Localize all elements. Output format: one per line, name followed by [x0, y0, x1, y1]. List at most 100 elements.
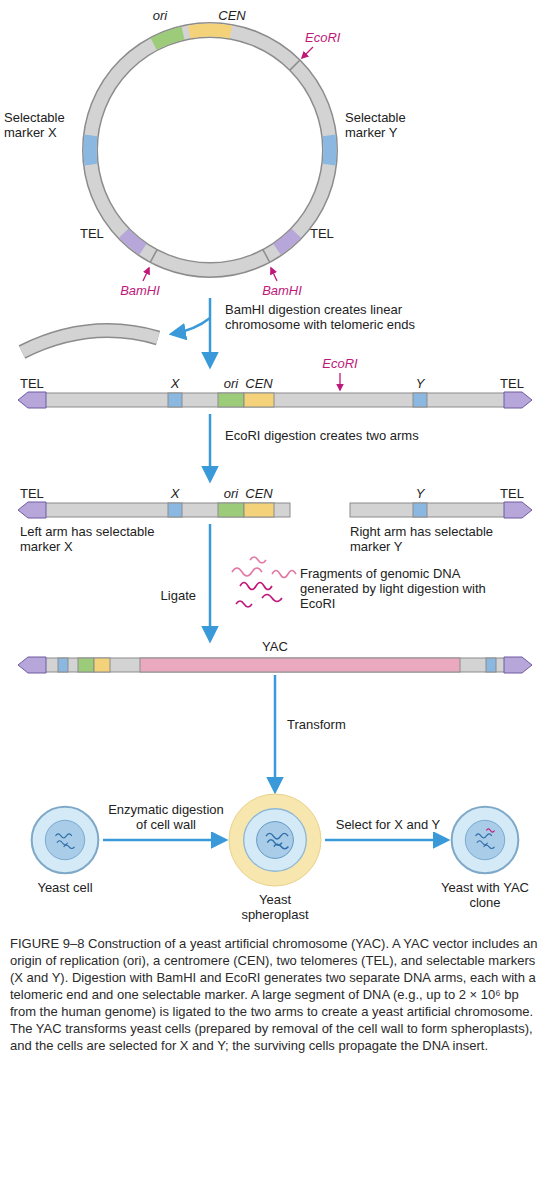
- part-label: ori: [224, 376, 238, 391]
- chromosome-squiggle: [266, 833, 288, 839]
- part-label: TEL: [310, 226, 334, 241]
- telomere-end: [504, 502, 532, 518]
- part-label: EcoRI digestion creates two arms: [225, 428, 425, 443]
- chromosome-squiggle: [64, 845, 75, 848]
- cell-drawing: [451, 806, 519, 874]
- dna-bar: [40, 503, 290, 517]
- part-label: BamHI: [262, 283, 302, 298]
- cell-label: Yeast spheroplast: [227, 892, 323, 922]
- part-label: EcoRI: [322, 356, 357, 371]
- part-label: Right arm has selectable marker Y: [350, 524, 500, 554]
- marker-x: [58, 658, 68, 672]
- nucleus: [257, 822, 294, 859]
- process-arrow: [209, 524, 212, 640]
- marker-x-segment: [84, 135, 98, 164]
- yeast-cell: Yeast cell: [31, 806, 99, 874]
- telomere-segment: [124, 233, 143, 249]
- part-label: TEL: [80, 226, 104, 241]
- discarded-fragment: [22, 331, 158, 352]
- discarded-fragment: [22, 331, 158, 352]
- site-tick: [263, 250, 270, 262]
- dna-bar: [40, 393, 512, 407]
- telomere-segment: [277, 233, 296, 249]
- plasmid-ring: [90, 30, 330, 270]
- yeast-cell: Yeast spheroplast: [229, 794, 321, 886]
- dna-fragment: [236, 601, 252, 607]
- plasmid-ring: [90, 30, 330, 270]
- ori-segment: [154, 33, 183, 44]
- telomere-end: [504, 657, 532, 673]
- telomere-end: [18, 657, 46, 673]
- ori-segment: [218, 503, 244, 517]
- part-label: ori: [153, 8, 167, 23]
- branch-arrow: [172, 318, 210, 334]
- yac-construct: YAC: [20, 658, 530, 672]
- part-label: Ligate: [161, 588, 196, 603]
- part-label: BamHI: [120, 283, 160, 298]
- dna-fragment: [232, 568, 262, 576]
- part-label: Left arm has selectable marker X: [20, 524, 170, 554]
- ori-segment: [218, 393, 244, 407]
- telomere-end: [18, 502, 46, 518]
- marker-x: [168, 393, 182, 407]
- site-pointer: [271, 268, 277, 281]
- process-connector: [325, 839, 447, 842]
- cell-wall: [32, 807, 99, 874]
- dna-bar: [350, 503, 512, 517]
- cell-wall: [452, 807, 519, 874]
- nucleus: [45, 820, 84, 859]
- part-label: ori: [224, 486, 238, 501]
- step-label: Select for X and Y: [327, 817, 449, 832]
- chromosome-squiggle: [274, 844, 289, 849]
- cell-drawing: [229, 794, 321, 886]
- marker-x: [168, 503, 182, 517]
- part-label: Y: [416, 376, 425, 391]
- part-label: EcoRI: [305, 30, 340, 45]
- chromosome-squiggle: [475, 834, 491, 838]
- step-label: Enzymatic digestion of cell wall: [105, 802, 227, 832]
- marker-y: [486, 658, 496, 672]
- centromere-segment: [94, 658, 110, 672]
- dna-fragment: [272, 571, 296, 578]
- centromere-segment: [244, 503, 274, 517]
- site-tick: [150, 250, 157, 262]
- spheroplast-halo: [229, 794, 321, 886]
- telomere-end: [504, 392, 532, 408]
- marker-y: [413, 393, 427, 407]
- figure-caption: FIGURE 9–8 Construction of a yeast artif…: [10, 935, 540, 1054]
- marker-y: [413, 503, 427, 517]
- process-arrow: [209, 298, 212, 366]
- part-label: TEL: [20, 376, 44, 391]
- site-pointer: [339, 373, 340, 390]
- dna-fragment: [262, 595, 282, 602]
- dna-bar: [40, 658, 512, 672]
- part-label: Fragments of genomic DNA generated by li…: [300, 566, 510, 611]
- part-label: Selectable marker X: [4, 110, 74, 140]
- part-label: TEL: [500, 486, 524, 501]
- cell-label: Yeast cell: [17, 880, 113, 895]
- centromere-segment: [189, 30, 231, 32]
- chromosome-squiggle: [484, 845, 495, 848]
- construct-label: YAC: [262, 639, 288, 654]
- chromosome-squiggle: [57, 841, 68, 845]
- cell-drawing: [31, 806, 99, 874]
- part-label: Y: [416, 486, 425, 501]
- chromosome-squiggle: [55, 834, 71, 838]
- part-label: BamHI digestion creates linear chromosom…: [225, 302, 450, 332]
- dna-fragment: [250, 557, 266, 563]
- site-pointer: [143, 268, 149, 281]
- part-label: CEN: [245, 376, 272, 391]
- part-label: TEL: [20, 486, 44, 501]
- telomere-end: [18, 392, 46, 408]
- cell-body: [244, 809, 307, 872]
- part-label: X: [171, 376, 180, 391]
- process-connector: [274, 675, 277, 791]
- yac-squiggle: [486, 829, 494, 832]
- process-arrow: [209, 414, 212, 480]
- part-label: CEN: [245, 486, 272, 501]
- part-label: TEL: [500, 376, 524, 391]
- ori-segment: [78, 658, 94, 672]
- cell-label: Yeast with YAC clone: [437, 880, 533, 910]
